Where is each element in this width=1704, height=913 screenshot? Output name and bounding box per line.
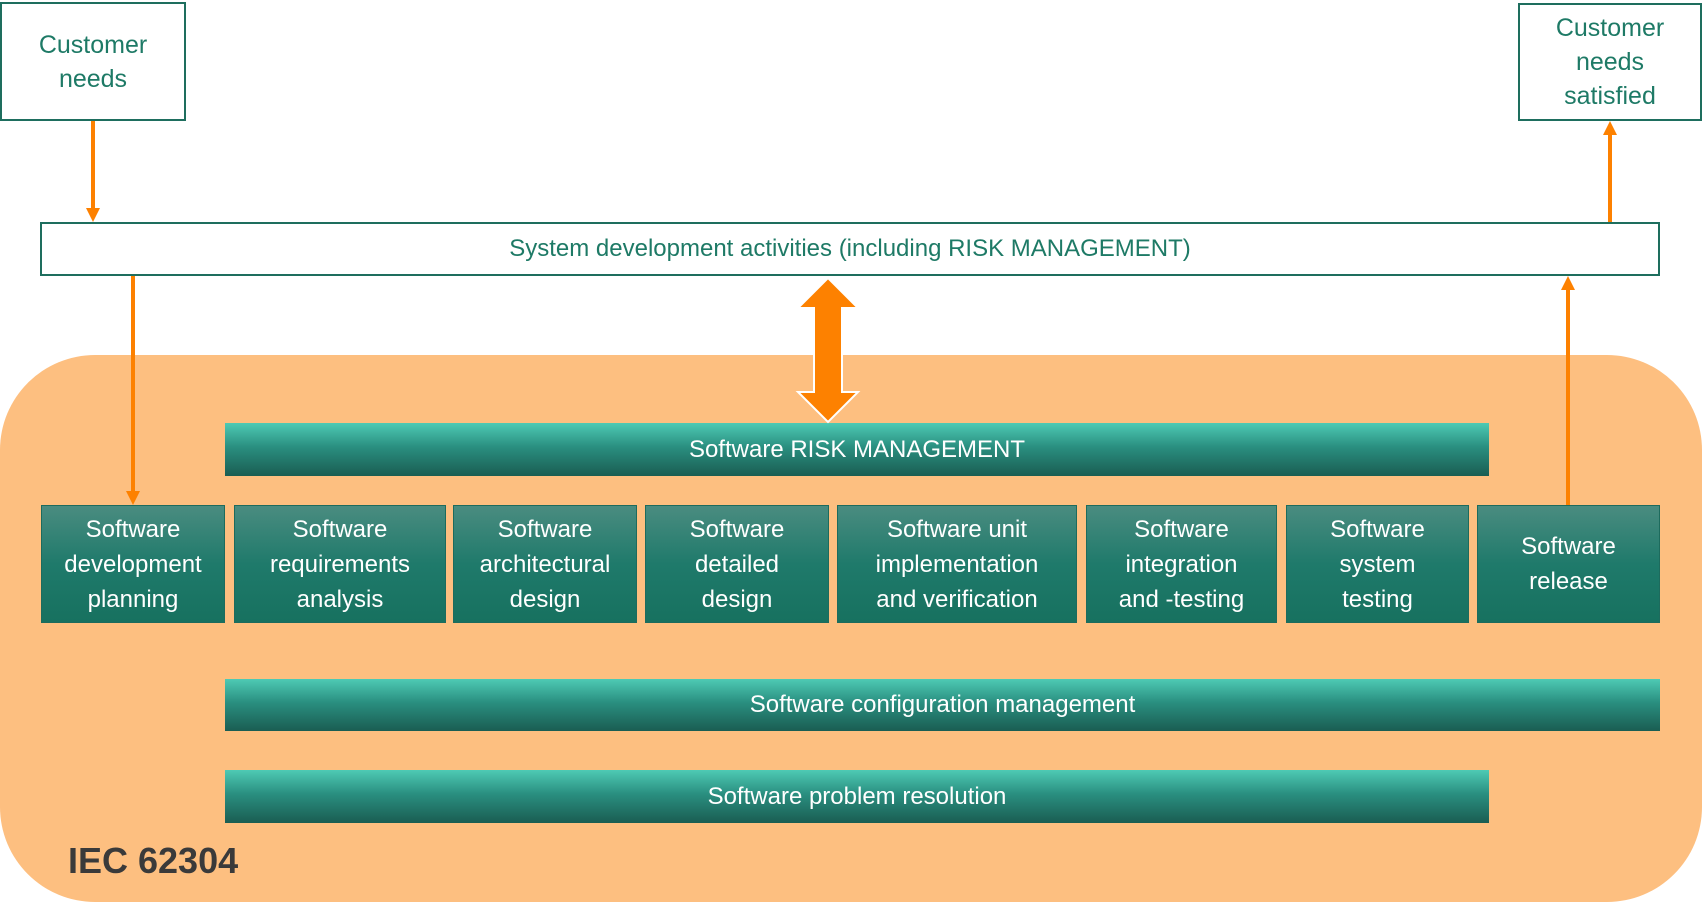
standard-label: IEC 62304: [68, 840, 239, 881]
step-integration-testing: Software integration and -testing: [1086, 505, 1277, 623]
arrowhead-icon: [126, 491, 140, 505]
arrowhead-icon: [1603, 121, 1617, 135]
double-arrow-icon: [795, 276, 861, 424]
step-requirements-analysis: Software requirements analysis: [234, 505, 446, 623]
step-system-testing: Software system testing: [1286, 505, 1469, 623]
step-architectural-design: Software architectural design: [453, 505, 637, 623]
arrowhead-icon: [86, 208, 100, 222]
step-unit-implementation: Software unit implementation and verific…: [837, 505, 1077, 623]
system-development-bar: System development activities (including…: [40, 222, 1660, 276]
customer-needs-box: Customer needs: [0, 2, 186, 121]
problem-resolution-bar: Software problem resolution: [225, 770, 1489, 823]
step-detailed-design: Software detailed design: [645, 505, 829, 623]
risk-management-bar: Software RISK MANAGEMENT: [225, 423, 1489, 476]
arrowhead-icon: [1561, 276, 1575, 290]
step-development-planning: Software development planning: [41, 505, 225, 623]
configuration-management-bar: Software configuration management: [225, 679, 1660, 731]
step-release: Software release: [1477, 505, 1660, 623]
customer-needs-satisfied-box: Customer needs satisfied: [1518, 3, 1702, 121]
